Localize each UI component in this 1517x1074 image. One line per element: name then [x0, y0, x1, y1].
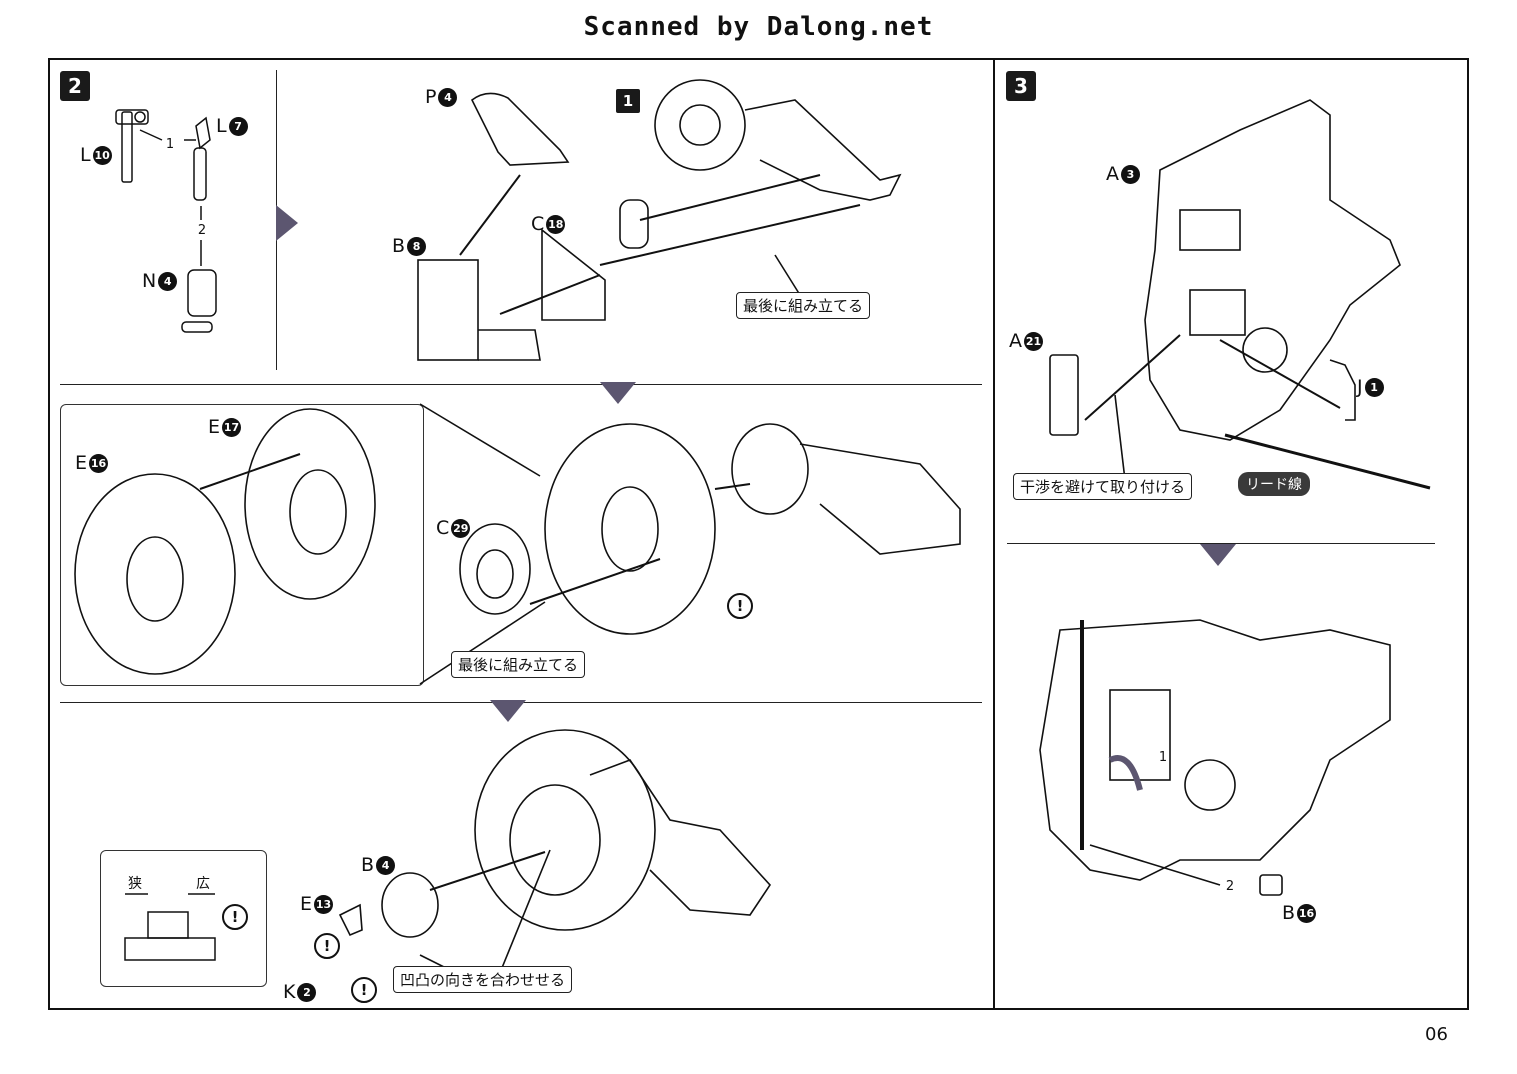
narrow-label: 狭 — [128, 876, 142, 892]
hub-assembly-illustration — [338, 729, 772, 991]
wire-routing-illustration — [1039, 619, 1391, 896]
warning-icon-orientation: ! — [222, 904, 248, 930]
step3-row-divider — [1007, 543, 1435, 544]
step3-order-hex-1: 1 — [1158, 749, 1168, 765]
step2-row-divider-1 — [60, 384, 982, 385]
page-number: 06 — [1425, 1024, 1448, 1045]
note-avoid-interference: 干渉を避けて取り付ける — [1013, 473, 1193, 500]
note-lead-wire: リード線 — [1238, 472, 1310, 496]
order-hex-1: 1 — [165, 136, 175, 152]
warning-icon-e13: ! — [314, 933, 340, 959]
step-number-3: 3 — [1006, 71, 1036, 101]
flow-arrow-down-1 — [600, 382, 636, 404]
warning-icon-disc: ! — [727, 593, 753, 619]
flow-arrow-down-2 — [490, 700, 526, 722]
step-number-2: 2 — [60, 71, 90, 101]
frame-part-illustration — [1049, 99, 1431, 490]
substep-number-1: 1 — [616, 89, 640, 113]
wide-label: 広 — [196, 876, 210, 892]
orientation-detail-drawing — [124, 893, 216, 961]
note-align-notch: 凹凸の向きを合わせせる — [393, 966, 573, 993]
note-assemble-last-2: 最後に組み立てる — [451, 651, 586, 678]
caliper-assembly-illustration — [417, 79, 902, 361]
note-assemble-last-1: 最後に組み立てる — [736, 292, 871, 319]
flow-arrow-right — [276, 205, 298, 241]
step-divider — [993, 58, 995, 1010]
small-parts-illustration — [115, 109, 217, 333]
page-frame — [48, 58, 1469, 1010]
scan-credit: Scanned by Dalong.net — [583, 12, 934, 42]
flow-arrow-down-3 — [1200, 544, 1236, 566]
step3-order-hex-2: 2 — [1225, 878, 1235, 894]
warning-icon-k2: ! — [351, 977, 377, 1003]
order-hex-2: 2 — [197, 222, 207, 238]
disc-assembly-illustration — [74, 403, 961, 685]
